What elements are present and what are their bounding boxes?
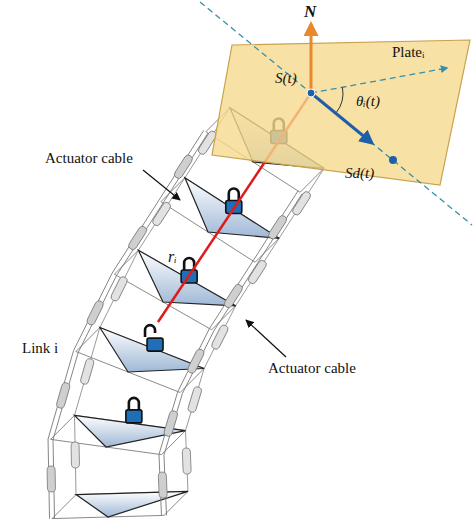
- robot-body: [47, 108, 324, 519]
- cable-guide: [71, 442, 79, 468]
- actuator-cable: [164, 194, 302, 516]
- actuator-cable: [53, 133, 208, 518]
- plate-frame: [52, 491, 188, 518]
- cable-guide: [267, 214, 288, 240]
- point-label: S(t): [275, 70, 297, 87]
- lock-shackle: [145, 325, 155, 337]
- vector-label: rᵢ: [168, 248, 177, 266]
- cable-guide: [86, 299, 105, 326]
- pyramid-plate: [185, 178, 279, 239]
- cable-guide: [223, 283, 244, 309]
- lock-shackle: [229, 189, 239, 202]
- cable-guide: [158, 472, 167, 498]
- cable-guide: [80, 358, 95, 385]
- cable-guide: [47, 466, 55, 492]
- lock-body: [147, 338, 163, 351]
- cable-guide: [163, 410, 178, 437]
- plate-frame: [76, 328, 204, 393]
- cable-guide: [182, 448, 191, 474]
- lock-icon: [181, 258, 197, 283]
- desired-line: [200, 2, 472, 225]
- vector-label: N: [304, 2, 316, 22]
- desired-point: [389, 156, 397, 164]
- cable-guide: [186, 348, 205, 375]
- pyramid-plate: [76, 491, 188, 517]
- point-label: Sd(t): [345, 165, 374, 182]
- lock-icon: [126, 398, 142, 423]
- cable-guide: [110, 275, 129, 302]
- part-label: Actuator cable: [45, 150, 133, 167]
- cable-guide: [210, 324, 229, 351]
- angle-label: θᵢ(t): [356, 93, 380, 110]
- plate-center: [307, 89, 315, 97]
- cable-guide: [151, 201, 172, 227]
- cable-guide: [56, 382, 71, 409]
- unlocked-icon: [145, 325, 163, 351]
- heading-line: [311, 68, 447, 93]
- cable-guide: [247, 259, 268, 285]
- part-label: Link i: [22, 340, 58, 357]
- frame-line: [185, 168, 324, 491]
- angle-arc: [336, 87, 343, 113]
- leader-line: [143, 170, 180, 200]
- cable-guide: [173, 154, 194, 180]
- leader-line: [246, 320, 286, 357]
- lock-shackle: [129, 398, 139, 411]
- actuator-cable: [48, 130, 204, 518]
- cable-guide: [291, 190, 312, 216]
- pyramid-plate: [100, 328, 204, 372]
- plate-label: Plateᵢ: [392, 44, 424, 61]
- plate-frame: [161, 178, 279, 263]
- lock-body: [126, 410, 142, 423]
- cable-guide: [187, 386, 202, 413]
- normal-vector: [310, 24, 313, 93]
- part-label: Actuator cable: [268, 360, 356, 377]
- cable-guide: [127, 225, 148, 251]
- plate: [212, 40, 470, 185]
- actuator-cable: [159, 191, 298, 516]
